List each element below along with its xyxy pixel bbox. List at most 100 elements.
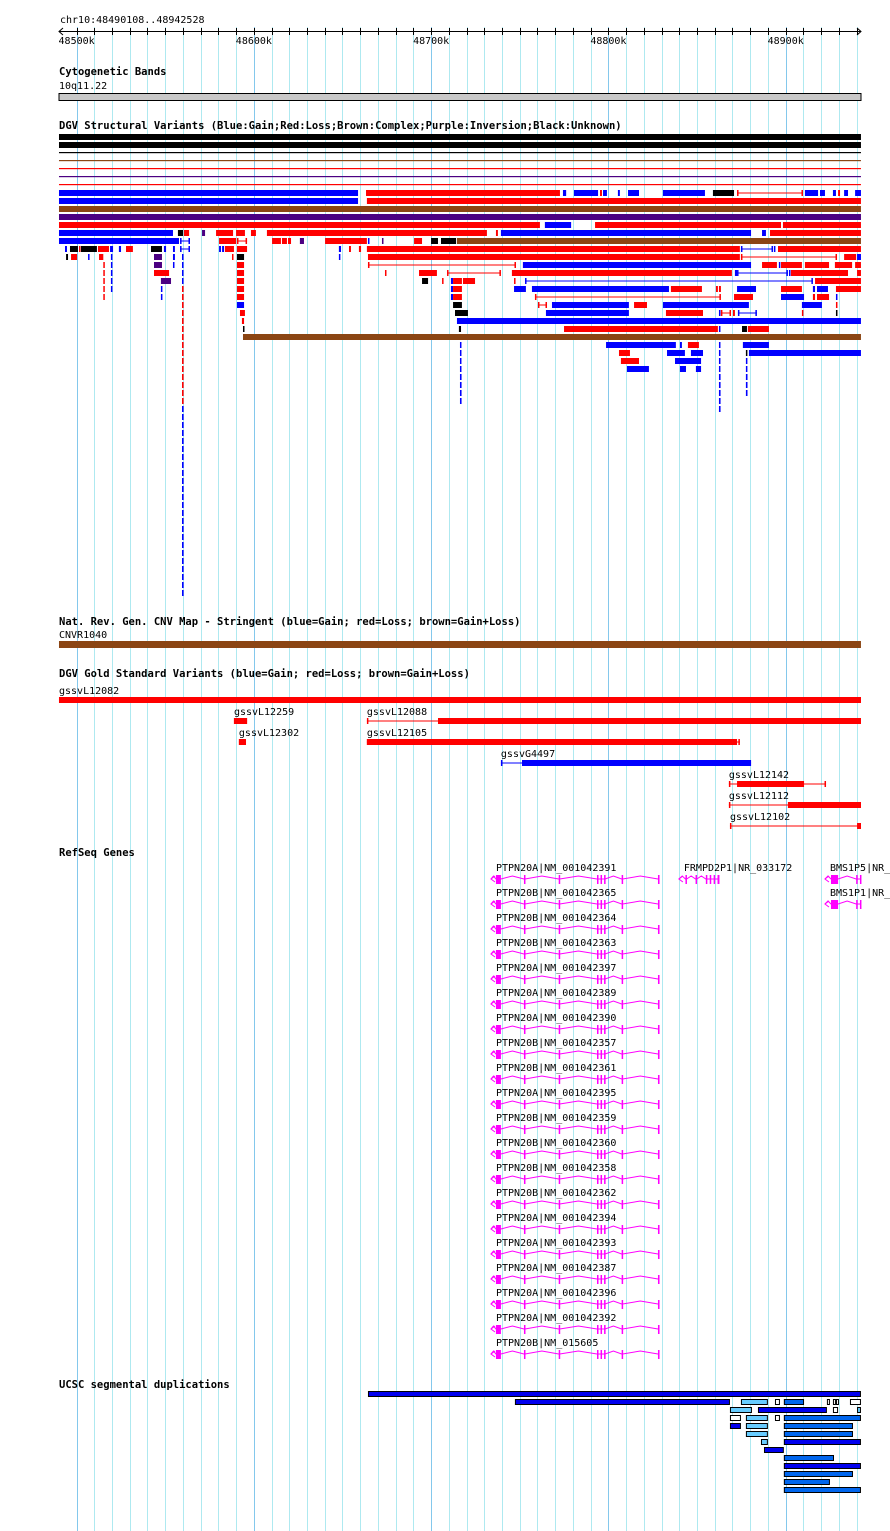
dgv-variant[interactable] [462, 278, 476, 284]
dgv-variant[interactable] [182, 462, 184, 468]
dgv-variant[interactable] [770, 230, 861, 236]
dgv-variant[interactable] [182, 438, 184, 444]
refseq-track-title[interactable]: RefSeq Genes [59, 847, 135, 859]
refseq-transcript-exon[interactable] [657, 875, 660, 884]
refseq-transcript-exon[interactable] [523, 1300, 526, 1309]
refseq-transcript-exon[interactable] [604, 875, 606, 884]
refseq-transcript-exon[interactable] [558, 1325, 561, 1334]
dgv-variant[interactable] [182, 478, 184, 484]
cytoband-10q11.22[interactable] [58, 93, 862, 101]
refseq-transcript-exon[interactable] [600, 1025, 603, 1034]
dgv-variant[interactable] [511, 270, 732, 276]
gold-variant[interactable] [522, 760, 752, 766]
segmental-duplication[interactable] [745, 1423, 768, 1429]
dgv-variant[interactable] [288, 238, 292, 244]
refseq-transcript-exon[interactable] [600, 925, 603, 934]
refseq-transcript-exon[interactable] [621, 1150, 624, 1159]
dgv-variant[interactable] [715, 286, 718, 292]
dgv-variant[interactable] [835, 310, 838, 316]
dgv-variant[interactable] [431, 238, 438, 244]
refseq-transcript-exon[interactable] [621, 975, 624, 984]
dgv-variant[interactable] [182, 470, 184, 476]
segmental-duplication[interactable] [729, 1415, 741, 1421]
dgv-variant[interactable] [110, 254, 113, 260]
refseq-transcript-exon[interactable] [604, 1350, 606, 1359]
dgv-variant[interactable] [618, 350, 630, 356]
dgv-variant[interactable] [459, 390, 462, 396]
dgv-variant[interactable] [816, 294, 830, 300]
refseq-transcript-exon[interactable] [657, 1075, 660, 1084]
refseq-transcript-exon[interactable] [523, 1275, 526, 1284]
dgv-variant[interactable] [838, 190, 841, 196]
dgv-variant[interactable] [172, 254, 175, 260]
refseq-transcript-exon[interactable] [523, 925, 526, 934]
refseq-transcript-exon[interactable] [600, 1300, 603, 1309]
dgv-variant[interactable] [606, 342, 676, 348]
refseq-transcript-exon[interactable] [495, 1100, 501, 1109]
dgv-variant[interactable] [679, 342, 682, 348]
refseq-transcript-exon[interactable] [621, 1025, 624, 1034]
dgv-variant[interactable] [442, 278, 444, 284]
refseq-transcript-exon[interactable] [604, 1275, 606, 1284]
refseq-transcript-exon[interactable] [596, 925, 599, 934]
refseq-transcript-exon[interactable] [621, 950, 624, 959]
refseq-transcript-exon[interactable] [596, 1075, 599, 1084]
dgv-variant[interactable] [182, 430, 184, 436]
refseq-transcript-exon[interactable] [495, 975, 501, 984]
dgv-variant[interactable] [600, 190, 602, 196]
dgv-variant[interactable] [745, 382, 748, 388]
refseq-transcript-exon[interactable] [657, 1200, 660, 1209]
dgv-variant[interactable] [236, 246, 248, 252]
dgv-variant[interactable] [118, 246, 122, 252]
refseq-transcript-exon[interactable] [523, 1150, 526, 1159]
dgv-variant[interactable] [103, 270, 105, 276]
dgv-variant[interactable] [459, 358, 462, 364]
dgv-variant[interactable] [242, 326, 245, 332]
refseq-transcript-exon[interactable] [558, 1025, 561, 1034]
refseq-transcript-exon[interactable] [604, 1300, 606, 1309]
dgv-variant[interactable] [182, 374, 184, 380]
dgv-track-title[interactable]: DGV Structural Variants (Blue:Gain;Red:L… [59, 120, 622, 132]
refseq-transcript-exon[interactable] [621, 925, 624, 934]
segmental-duplication[interactable] [783, 1479, 830, 1485]
dgv-variant[interactable] [835, 294, 838, 300]
dgv-variant[interactable] [236, 254, 245, 260]
dgv-variant[interactable] [781, 286, 802, 292]
dgv-variant[interactable] [718, 398, 721, 404]
refseq-transcript-exon[interactable] [523, 950, 526, 959]
dgv-variant[interactable] [367, 264, 516, 266]
dgv-variant[interactable] [603, 190, 607, 196]
dgv-variant[interactable] [718, 342, 721, 348]
dgv-variant[interactable] [384, 270, 387, 276]
dgv-variant[interactable] [154, 254, 162, 260]
refseq-transcript-exon[interactable] [604, 1000, 606, 1009]
refseq-transcript-exon[interactable] [495, 950, 501, 959]
refseq-transcript-exon[interactable] [495, 1025, 501, 1034]
refseq-transcript-exon[interactable] [596, 1175, 599, 1184]
dgv-variant[interactable] [250, 230, 256, 236]
dgv-variant[interactable] [236, 294, 245, 300]
dgv-variant[interactable] [236, 240, 248, 242]
segmental-duplication[interactable] [849, 1399, 861, 1405]
refseq-transcript-exon[interactable] [495, 900, 501, 909]
refseq-transcript-exon[interactable] [604, 1100, 606, 1109]
refseq-transcript-exon[interactable] [621, 1325, 624, 1334]
refseq-transcript-exon[interactable] [558, 1125, 561, 1134]
refseq-transcript-exon[interactable] [495, 1325, 501, 1334]
dgv-variant[interactable] [180, 240, 190, 242]
dgv-variant[interactable] [662, 302, 749, 308]
refseq-transcript-exon[interactable] [604, 1225, 606, 1234]
dgv-variant[interactable] [58, 190, 359, 196]
refseq-transcript-exon[interactable] [657, 950, 660, 959]
dgv-variant[interactable] [855, 190, 861, 196]
dgv-variant[interactable] [242, 334, 861, 340]
dgv-variant[interactable] [801, 310, 804, 316]
refseq-transcript-exon[interactable] [596, 900, 599, 909]
dgv-variant[interactable] [182, 518, 184, 524]
dgv-variant[interactable] [844, 190, 849, 196]
refseq-transcript-exon[interactable] [600, 1000, 603, 1009]
segmental-duplication[interactable] [832, 1399, 836, 1405]
dgv-variant[interactable] [414, 238, 423, 244]
refseq-transcript-exon[interactable] [600, 1125, 603, 1134]
refseq-transcript-exon[interactable] [657, 1225, 660, 1234]
